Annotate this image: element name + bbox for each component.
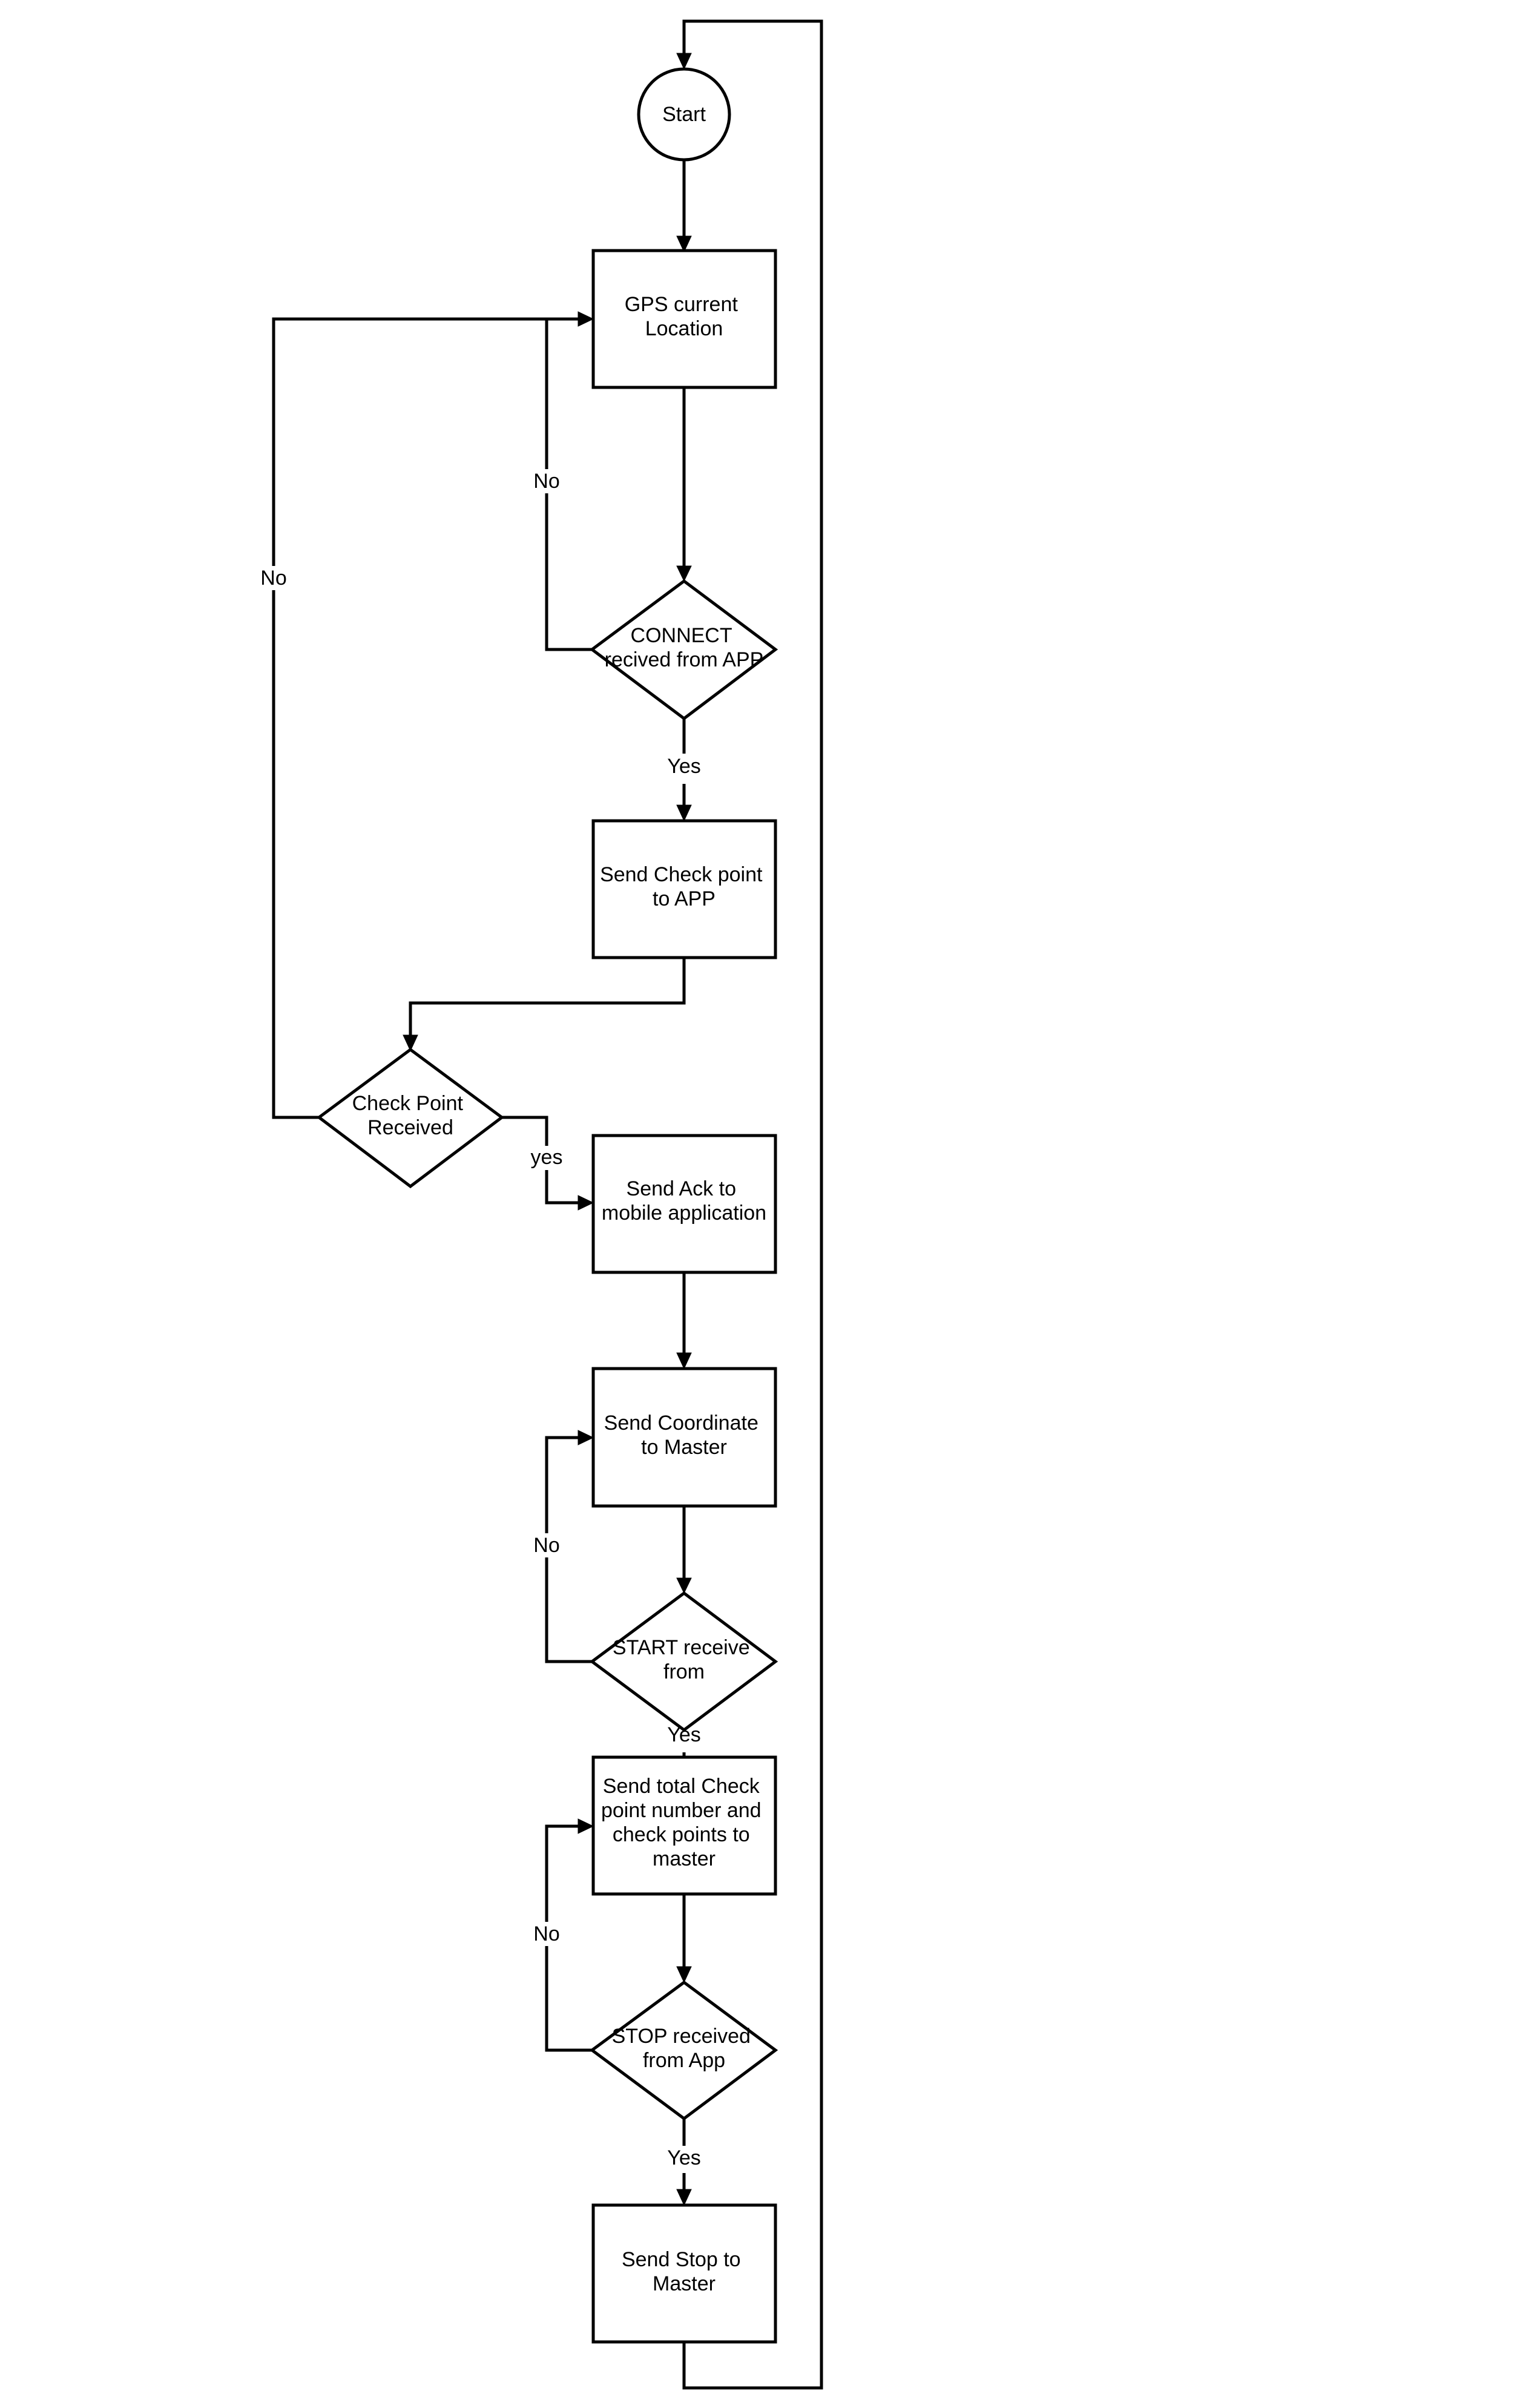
start-yes-label: Yes (667, 1723, 700, 1746)
connect-decision-label-line2: recived from APP (605, 648, 764, 671)
start-receive-label-line2: from (663, 1660, 705, 1683)
arrowhead-sendcp-to-cpreceived (403, 1034, 418, 1052)
send-ack-node: Send Ack to mobile application (591, 1134, 777, 1274)
svg-text:Check Point Received: Check Point Received (352, 1092, 469, 1139)
svg-text:Send Stop to Master: Send Stop to Master (622, 2248, 746, 2295)
svg-text:START receive from: START receive from (613, 1636, 755, 1683)
send-total-label-line4: master (653, 1847, 716, 1870)
arrowhead-coordinate-to-start (676, 1577, 692, 1594)
stop-received-decision-node: STOP received from App (589, 1980, 778, 2121)
arrowhead-stop-no (578, 1818, 594, 1834)
send-stop-label-line1: Send Stop to (622, 2248, 741, 2271)
send-checkpoint-label-line2: to APP (653, 887, 716, 910)
svg-text:Send Ack to mobile appli: Send Ack to mobile application (602, 1177, 766, 1225)
svg-text:CONNECT recived from APP: CONNECT recived from APP (605, 624, 764, 671)
stop-yes-label: Yes (667, 2146, 700, 2169)
stop-no-label: No (533, 1922, 559, 1945)
send-checkpoint-node: Send Check point to APP (591, 819, 777, 959)
connect-yes-label: Yes (667, 755, 700, 778)
send-checkpoint-label-line1: Send Check point (600, 863, 763, 886)
svg-text:Send Check point to APP: Send Check point to APP (600, 863, 768, 910)
send-total-label-line1: Send total Check (603, 1775, 760, 1798)
svg-text:Send total Check point n: Send total Check point number and check … (601, 1775, 767, 1870)
start-receive-label-line1: START receive (613, 1636, 750, 1659)
arrowhead-ack-to-coordinate (676, 1352, 692, 1370)
arrowhead-stop-yes (676, 2189, 692, 2206)
checkpoint-received-label-line2: Received (367, 1116, 453, 1139)
stop-received-label-line1: STOP received (612, 2025, 751, 2048)
edge-cpreceived-no-to-gps (272, 317, 547, 1119)
send-ack-label-line2: mobile application (602, 1202, 766, 1225)
checkpoint-received-decision-node: Check Point Received (316, 1047, 505, 1189)
send-stop-node: Send Stop to Master (591, 2203, 777, 2344)
checkpoint-no-label: No (260, 567, 286, 590)
checkpoint-received-label-line1: Check Point (352, 1092, 464, 1115)
start-no-label: No (533, 1534, 559, 1557)
gps-location-label-line1: GPS current (625, 293, 739, 316)
start-node: Start (637, 67, 731, 162)
arrowhead-total-to-stop (676, 1966, 692, 1984)
gps-location-label-line2: Location (645, 317, 723, 340)
stop-received-label-line2: from App (643, 2049, 725, 2072)
arrowhead-connect-no (578, 311, 594, 327)
send-coordinate-label-line2: to Master (641, 1436, 727, 1459)
send-coordinate-node: Send Coordinate to Master (591, 1367, 777, 1508)
connect-decision-node: CONNECT recived from APP (589, 579, 778, 721)
svg-text:STOP received from App: STOP received from App (612, 2025, 757, 2072)
arrowhead-start-to-gps (676, 235, 692, 253)
arrowhead-gps-to-connect (676, 565, 692, 582)
send-ack-label-line1: Send Ack to (627, 1177, 736, 1200)
send-coordinate-label-line1: Send Coordinate (604, 1412, 758, 1435)
send-stop-label-line2: Master (653, 2272, 716, 2295)
connect-decision-label-line1: CONNECT (631, 624, 732, 647)
start-node-label: Start (662, 103, 706, 126)
send-total-checkpoints-node: Send total Check point number and check … (591, 1755, 777, 1896)
edge-sendcp-to-cpreceived (409, 958, 686, 1038)
checkpoint-yes-label: yes (531, 1146, 563, 1169)
start-receive-decision-node: START receive from (589, 1591, 778, 1732)
svg-text:Send Coordinate to Maste: Send Coordinate to Master (604, 1412, 765, 1459)
arrowhead-cpreceived-yes (578, 1195, 594, 1211)
arrowhead-start-no (578, 1430, 594, 1445)
connect-no-label: No (533, 470, 559, 493)
gps-location-node: GPS current Location (591, 249, 777, 389)
edge-stop-loop-to-start (682, 19, 823, 2390)
svg-text:GPS current Location: GPS current Location (625, 293, 744, 340)
arrowhead-connect-yes (676, 804, 692, 822)
send-total-label-line2: point number and (601, 1799, 762, 1822)
send-total-label-line3: check points to (613, 1823, 750, 1846)
arrowhead-loop-to-start (676, 53, 692, 70)
